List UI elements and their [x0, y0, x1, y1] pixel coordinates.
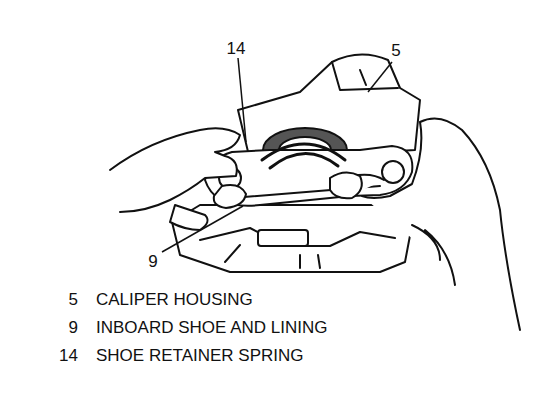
- caliper-bracket: [172, 205, 412, 272]
- left-hand-finger: [214, 185, 246, 208]
- legend-number: 5: [69, 291, 78, 308]
- left-hand-finger: [170, 205, 208, 230]
- legend-text: INBOARD SHOE AND LINING: [96, 319, 327, 336]
- right-hand: [345, 118, 520, 330]
- callout-number: 14: [227, 40, 246, 57]
- legend-number: 14: [59, 347, 78, 364]
- right-hand-thumb: [412, 225, 455, 285]
- leader-line: [162, 206, 243, 252]
- callout-number: 5: [391, 42, 400, 59]
- callout-number: 9: [148, 253, 157, 270]
- right-hand-finger: [330, 172, 362, 198]
- leader-line: [368, 62, 392, 92]
- legend-text: CALIPER HOUSING: [96, 291, 253, 308]
- bracket-slot: [258, 230, 308, 246]
- shoe-retainer-spring: [262, 144, 345, 168]
- bracket-detail: [200, 228, 395, 268]
- leader-line: [238, 58, 246, 142]
- legend-number: 9: [69, 319, 78, 336]
- shoe-ear-hole: [382, 161, 404, 183]
- legend-text: SHOE RETAINER SPRING: [96, 347, 304, 364]
